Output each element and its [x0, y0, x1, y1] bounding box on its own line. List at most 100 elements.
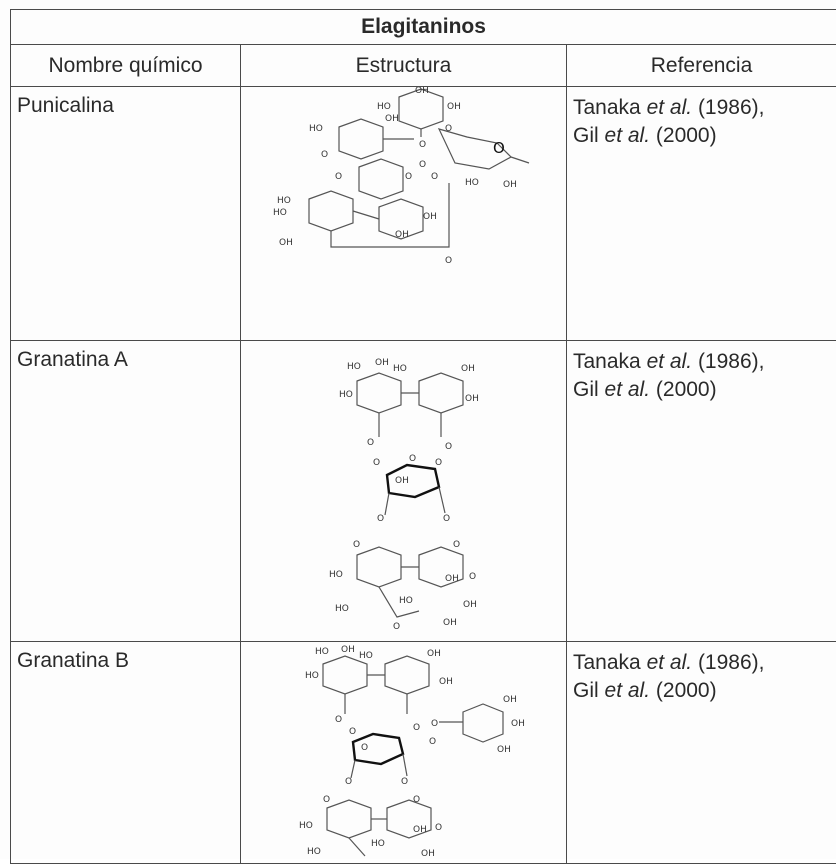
svg-text:HO: HO: [399, 596, 413, 606]
svg-text:OH: OH: [413, 825, 427, 835]
svg-text:O: O: [445, 124, 452, 134]
reference-author: Gil: [573, 124, 599, 147]
svg-text:O: O: [431, 172, 438, 182]
reference-year: (2000): [656, 378, 717, 401]
table-row: Granatina B HO OH HO OH HO OH O O O O: [11, 642, 836, 864]
svg-text:O: O: [469, 572, 476, 582]
svg-text:OH: OH: [415, 87, 429, 96]
svg-text:HO: HO: [371, 839, 385, 849]
reference-year: (2000): [656, 679, 717, 702]
svg-text:OH: OH: [395, 230, 409, 240]
svg-text:OH: OH: [421, 849, 435, 859]
reference-author: Gil: [573, 378, 599, 401]
svg-text:O: O: [445, 256, 452, 266]
svg-text:HO: HO: [299, 821, 313, 831]
svg-text:HO: HO: [335, 604, 349, 614]
svg-text:O: O: [373, 458, 380, 468]
reference-author: Tanaka: [573, 350, 641, 373]
svg-text:OH: OH: [503, 180, 517, 190]
ellagitannins-table: Elagitaninos Nombre químico Estructura R…: [10, 9, 836, 864]
reference-cell: Tanaka et al. (1986), Gil et al. (2000): [567, 87, 836, 341]
svg-text:OH: OH: [375, 358, 389, 368]
svg-text:HO: HO: [339, 390, 353, 400]
reference-et-al: et al.: [605, 679, 651, 702]
svg-text:HO: HO: [393, 364, 407, 374]
chemical-name: Granatina B: [11, 642, 241, 864]
svg-text:OH: OH: [439, 677, 453, 687]
reference-year: (1986),: [698, 350, 765, 373]
svg-text:OH: OH: [465, 394, 479, 404]
svg-text:O: O: [335, 172, 342, 182]
svg-text:O: O: [493, 139, 505, 157]
svg-text:O: O: [401, 777, 408, 787]
svg-text:OH: OH: [503, 695, 517, 705]
svg-text:OH: OH: [497, 745, 511, 755]
reference-cell: Tanaka et al. (1986), Gil et al. (2000): [567, 642, 836, 864]
svg-text:O: O: [419, 160, 426, 170]
svg-text:OH: OH: [443, 618, 457, 628]
header-structure: Estructura: [241, 45, 567, 87]
reference-author: Tanaka: [573, 651, 641, 674]
svg-text:O: O: [429, 737, 436, 747]
reference-et-al: et al.: [647, 350, 693, 373]
svg-text:O: O: [419, 140, 426, 150]
reference-year: (1986),: [698, 651, 765, 674]
reference-year: (2000): [656, 124, 717, 147]
svg-text:OH: OH: [427, 649, 441, 659]
svg-text:HO: HO: [359, 651, 373, 661]
svg-text:HO: HO: [315, 647, 329, 657]
reference-et-al: et al.: [605, 378, 651, 401]
svg-text:O: O: [367, 438, 374, 448]
svg-text:HO: HO: [273, 208, 287, 218]
header-chemical-name: Nombre químico: [11, 45, 241, 87]
svg-text:O: O: [353, 540, 360, 550]
svg-text:O: O: [335, 715, 342, 725]
svg-text:O: O: [349, 727, 356, 737]
svg-text:O: O: [435, 823, 442, 833]
reference-year: (1986),: [698, 96, 765, 119]
svg-text:HO: HO: [347, 362, 361, 372]
svg-text:OH: OH: [445, 574, 459, 584]
svg-text:O: O: [409, 454, 416, 464]
svg-text:O: O: [393, 622, 400, 631]
reference-et-al: et al.: [647, 651, 693, 674]
reference-et-al: et al.: [605, 124, 651, 147]
reference-cell: Tanaka et al. (1986), Gil et al. (2000): [567, 341, 836, 642]
svg-text:OH: OH: [279, 238, 293, 248]
svg-text:O: O: [431, 719, 438, 729]
table-row: Granatina A HO OH HO OH HO OH O O O O O: [11, 341, 836, 642]
reference-author: Tanaka: [573, 96, 641, 119]
svg-text:O: O: [405, 172, 412, 182]
svg-text:OH: OH: [511, 719, 525, 729]
svg-text:O: O: [445, 442, 452, 452]
svg-text:O: O: [323, 795, 330, 805]
svg-text:HO: HO: [307, 847, 321, 857]
svg-text:OH: OH: [341, 645, 355, 655]
svg-text:O: O: [435, 458, 442, 468]
svg-text:O: O: [321, 150, 328, 160]
svg-text:OH: OH: [447, 102, 461, 112]
svg-text:HO: HO: [305, 671, 319, 681]
granatin-a-structure-icon: HO OH HO OH HO OH O O O O O OH: [249, 341, 559, 631]
header-reference: Referencia: [567, 45, 836, 87]
svg-text:O: O: [345, 777, 352, 787]
svg-text:O: O: [443, 514, 450, 524]
svg-text:O: O: [413, 723, 420, 733]
svg-text:O: O: [453, 540, 460, 550]
svg-text:O: O: [361, 743, 368, 753]
structure-cell: OH HO OH OH HO O O O O O HO OH: [241, 87, 567, 341]
reference-author: Gil: [573, 679, 599, 702]
table-row: Punicalina OH HO OH OH HO O O O O O: [11, 87, 836, 341]
structure-cell: HO OH HO OH HO OH O O O O O OH: [241, 341, 567, 642]
table-title: Elagitaninos: [11, 10, 836, 45]
svg-text:OH: OH: [463, 600, 477, 610]
svg-text:HO: HO: [377, 102, 391, 112]
svg-text:OH: OH: [461, 364, 475, 374]
svg-text:HO: HO: [309, 124, 323, 134]
svg-text:O: O: [377, 514, 384, 524]
svg-text:OH: OH: [423, 212, 437, 222]
granatin-b-structure-icon: HO OH HO OH HO OH O O O O OH OH: [249, 642, 559, 860]
svg-text:OH: OH: [395, 476, 409, 486]
punicalin-structure-icon: OH HO OH OH HO O O O O O HO OH: [249, 87, 559, 277]
